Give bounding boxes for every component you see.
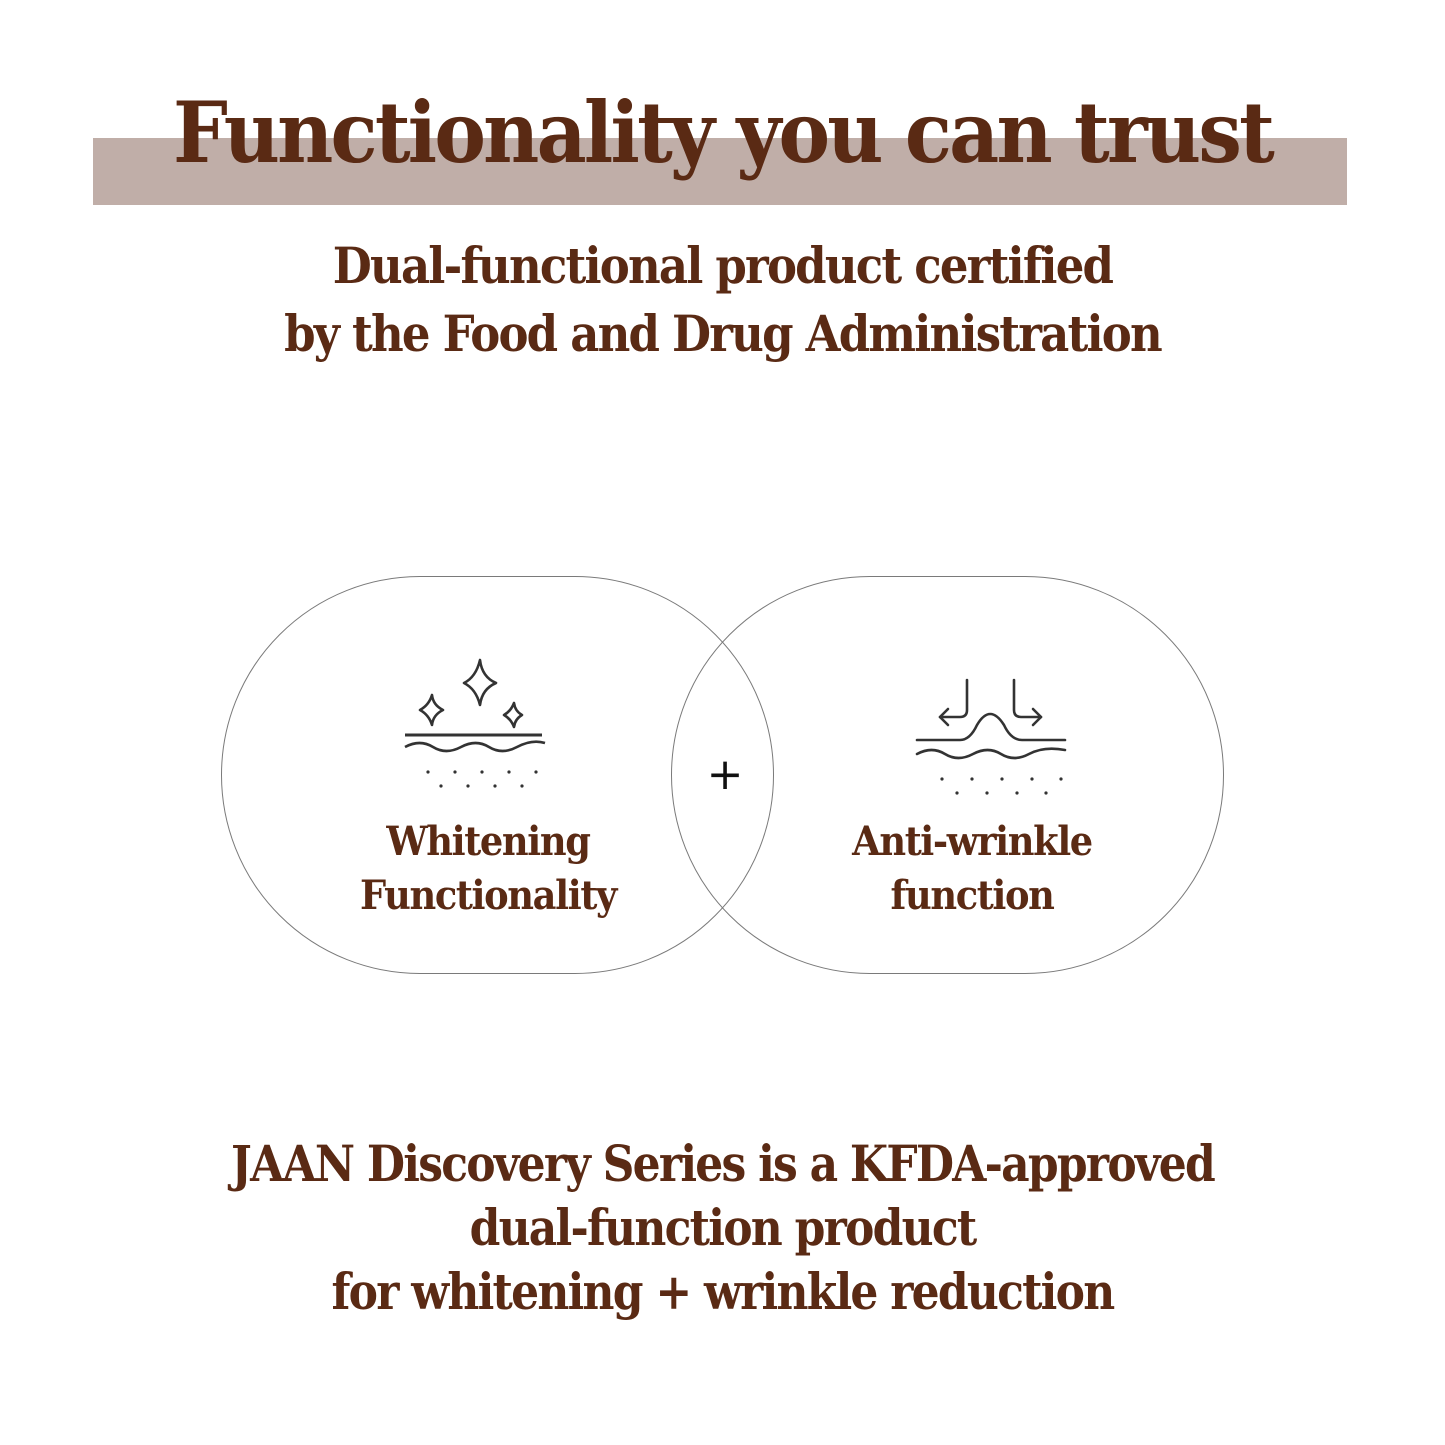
anti-wrinkle-feature-pill xyxy=(671,576,1224,974)
subtitle-line: by the Food and Drug Administration xyxy=(284,304,1163,363)
label-line: function xyxy=(890,872,1054,919)
label-line: Functionality xyxy=(360,872,617,919)
page-subtitle: Dual-functional product certified by the… xyxy=(72,232,1373,368)
footer-line: for whitening + wrinkle reduction xyxy=(331,1262,1116,1321)
skin-lift-arrows-icon xyxy=(915,678,1067,795)
page-title: Functionality you can trust xyxy=(172,83,1275,182)
subtitle-line: Dual-functional product certified xyxy=(332,236,1114,295)
sparkle-skin-icon xyxy=(404,658,546,788)
title-highlight-band xyxy=(93,138,1347,205)
footer-line: JAAN Discovery Series is a KFDA-approved xyxy=(231,1134,1216,1193)
anti-wrinkle-label: Anti-wrinkle function xyxy=(788,815,1156,923)
footer-description: JAAN Discovery Series is a KFDA-approved… xyxy=(87,1132,1359,1324)
whitening-label: Whitening Functionality xyxy=(304,815,672,923)
label-line: Anti-wrinkle xyxy=(852,818,1093,865)
label-line: Whitening xyxy=(386,818,591,865)
footer-line: dual-function product xyxy=(469,1198,978,1257)
plus-icon: + xyxy=(706,749,744,800)
